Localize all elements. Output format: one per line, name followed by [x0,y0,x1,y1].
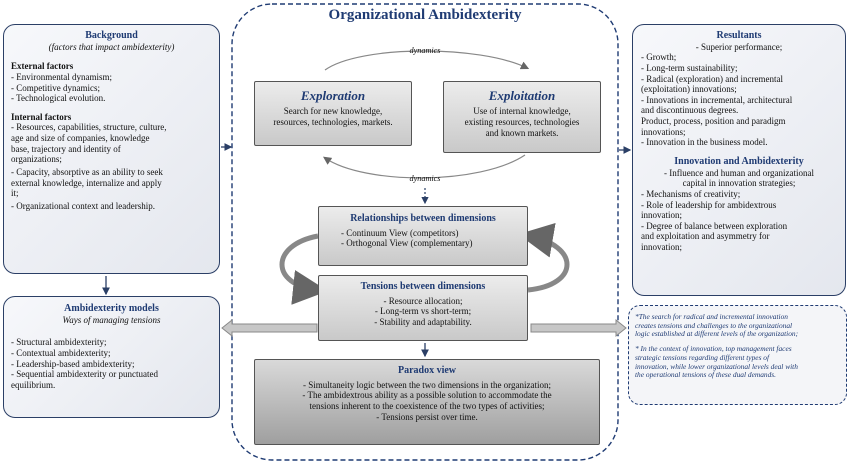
innovation-list: - Influence and human and organizational… [641,168,837,253]
list-item: innovation; [641,241,682,252]
external-factors-list: - Environmental dynamism; - Competitive … [11,72,212,104]
exploration-text: Search for new knowledge, resources, tec… [259,106,407,127]
central-title: Organizational Ambidexterity [328,7,522,23]
list-item: - Resources, capabilities, structure, cu… [11,122,167,133]
relationships-title: Relationships between dimensions [350,213,496,224]
list-item: it; [11,188,19,199]
models-box: Ambidexterity models Ways of managing te… [3,296,220,418]
list-item: - Mechanisms of creativity; [641,188,741,199]
list-item: - Orthogonal View (complementary) [341,238,473,249]
background-subtitle: (factors that impact ambidexterity) [48,41,175,52]
note-line: *The search for radical and incremental … [635,312,788,321]
list-item: - Organizational context and leadership. [11,200,156,211]
note-line: innovation, while lower organizational l… [635,361,798,371]
note-line: logic established at different levels of… [635,329,799,339]
list-item: - The ambidextrous ability as a possible… [302,390,552,401]
internal-factors-list: - Resources, capabilities, structure, cu… [11,122,212,211]
paradox-list: - Simultaneity logic between the two dim… [261,380,593,422]
external-factors-heading: External factors [11,61,74,72]
background-title: Background [85,30,138,41]
models-list: - Structural ambidexterity; - Contextual… [11,337,212,390]
background-box: Background (factors that impact ambidext… [3,24,220,274]
list-item: - Influence and human and organizational [663,167,815,178]
text-line: Use of internal knowledge, [473,106,571,117]
note-line: creates tensions and challenges to the o… [635,320,793,330]
list-item: - Structural ambidexterity; [11,337,107,348]
exploration-box: Exploration Search for new knowledge, re… [254,81,412,146]
dynamics-arc-top [324,50,530,71]
list-item: - Competitive dynamics; [11,82,100,93]
models-title: Ambidexterity models [64,303,159,314]
resultants-title: Resultants [716,30,762,41]
list-item: tensions inherent to the coexistence of … [309,401,545,412]
notes-box: *The search for radical and incremental … [628,305,847,405]
list-item: - Long-term vs short-term; [374,306,472,317]
exploitation-title: Exploitation [488,88,556,103]
list-item: - Technological evolution. [11,93,106,104]
list-item: - Capacity, absorptive as an ability to … [11,166,163,177]
list-item: (exploitation) innovations; [641,84,737,95]
list-item: - Leadership-based ambidexterity; [11,358,135,369]
list-item: - Sequential ambidexterity or punctuated [11,369,158,380]
paradox-title: Paradox view [397,365,457,376]
relationships-box: Relationships between dimensions - Conti… [318,206,528,266]
note-line: * In the context of innovation, top mana… [635,344,792,354]
list-item: - Superior performance; [695,41,783,52]
relationships-list: - Continuum View (competitors) - Orthogo… [327,228,519,249]
list-item: - Long-term sustainability; [641,63,738,74]
list-item: innovation; [641,210,682,221]
internal-factors-heading: Internal factors [11,111,72,122]
resultants-box: Resultants - Superior performance; - Gro… [632,24,846,296]
exploration-title: Exploration [300,88,366,103]
text-line: resources, technologies, markets. [273,116,393,127]
exploitation-text: Use of internal knowledge, existing reso… [448,106,596,138]
tensions-list: - Resource allocation; - Long-term vs sh… [327,296,519,328]
text-line: existing resources, technologies [464,116,580,127]
list-item: equilibrium. [11,379,56,390]
list-item: and discontinuous degrees. [641,105,739,116]
list-item: - Environmental dynamism; [11,72,112,83]
text-line: and known markets. [485,127,559,138]
tensions-box: Tensions between dimensions - Resource a… [318,275,528,341]
list-item: base, trajectory and identity of [11,143,121,154]
tensions-title: Tensions between dimensions [360,281,486,292]
list-item: capital in innovation strategies; [682,178,796,189]
note-line: the operational tensions of these dual d… [635,370,777,380]
double-arrow-left [221,318,318,338]
resultants-list: - Superior performance; - Growth; - Long… [641,42,837,148]
double-arrow-right [530,318,627,338]
list-item: - Radical (exploration) and incremental [641,73,783,84]
list-item: - Contextual ambidexterity; [11,348,111,359]
list-item: Product, process, position and paradigm [641,116,786,127]
list-item: - Simultaneity logic between the two dim… [302,379,552,390]
paradox-box: Paradox view - Simultaneity logic betwee… [254,359,600,445]
list-item: - Degree of balance between exploration [641,220,788,231]
dynamics-arc-bottom [323,154,526,179]
innovation-ambidexterity-title: Innovation and Ambidexterity [674,155,804,167]
exploitation-box: Exploitation Use of internal knowledge, … [443,81,601,153]
dynamics-label-bottom: dynamics [409,174,441,183]
list-item: - Continuum View (competitors) [341,227,459,238]
list-item: external knowledge, internalize and appl… [11,177,162,188]
list-item: - Innovation in the business model. [641,137,768,148]
text-line: Search for new knowledge, [283,106,383,117]
list-item: innovations; [641,126,686,137]
list-item: age and size of companies, knowledge [11,133,150,144]
note-line: strategic tensions regarding different t… [635,352,770,362]
list-item: - Innovations in incremental, architectu… [641,94,793,105]
curved-arrow-right [518,223,570,293]
list-item: - Stability and adaptability. [374,317,472,328]
list-item: - Tensions persist over time. [376,411,478,422]
list-item: - Role of leadership for ambidextrous [641,199,777,210]
list-item: - Growth; [641,52,677,63]
list-item: and exploitation and asymmetry for [641,231,770,242]
curved-arrow-left [279,233,328,305]
central-dashed-frame [231,3,619,461]
list-item: organizations; [11,154,62,165]
dynamics-label-top: dynamics [409,46,441,55]
list-item: - Resource allocation; [383,295,463,306]
models-subtitle: Ways of managing tensions [62,314,161,325]
